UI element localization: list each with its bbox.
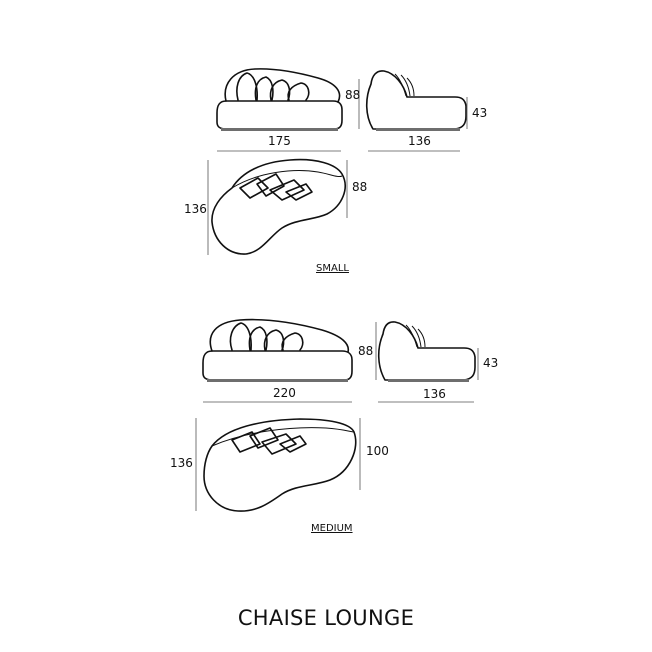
small-side-seat-height: 43 bbox=[472, 106, 487, 120]
medium-side-seat-height: 43 bbox=[483, 356, 498, 370]
page-title: CHAISE LOUNGE bbox=[238, 606, 414, 630]
medium-side-depth: 136 bbox=[423, 387, 446, 401]
small-plan-width: 88 bbox=[352, 180, 367, 194]
small-front-height: 88 bbox=[345, 88, 360, 102]
variant-medium: 88 220 43 136 136 100 MEDIUM bbox=[170, 318, 498, 534]
medium-front-width: 220 bbox=[273, 386, 296, 400]
small-side-depth: 136 bbox=[408, 134, 431, 148]
variant-small: 88 175 43 136 136 88 SMALL bbox=[184, 68, 487, 274]
medium-side-view bbox=[377, 321, 476, 382]
medium-label: MEDIUM bbox=[311, 523, 353, 534]
medium-plan-view bbox=[203, 418, 357, 512]
small-front-width: 175 bbox=[268, 134, 291, 148]
medium-plan-depth: 136 bbox=[170, 456, 193, 470]
small-side-view bbox=[365, 70, 467, 131]
small-plan-view bbox=[211, 158, 346, 255]
medium-front-height: 88 bbox=[358, 344, 373, 358]
small-front-view bbox=[216, 68, 343, 131]
medium-front-view bbox=[202, 318, 353, 382]
medium-plan-width: 100 bbox=[366, 444, 389, 458]
small-label: SMALL bbox=[316, 263, 349, 274]
small-plan-depth: 136 bbox=[184, 202, 207, 216]
